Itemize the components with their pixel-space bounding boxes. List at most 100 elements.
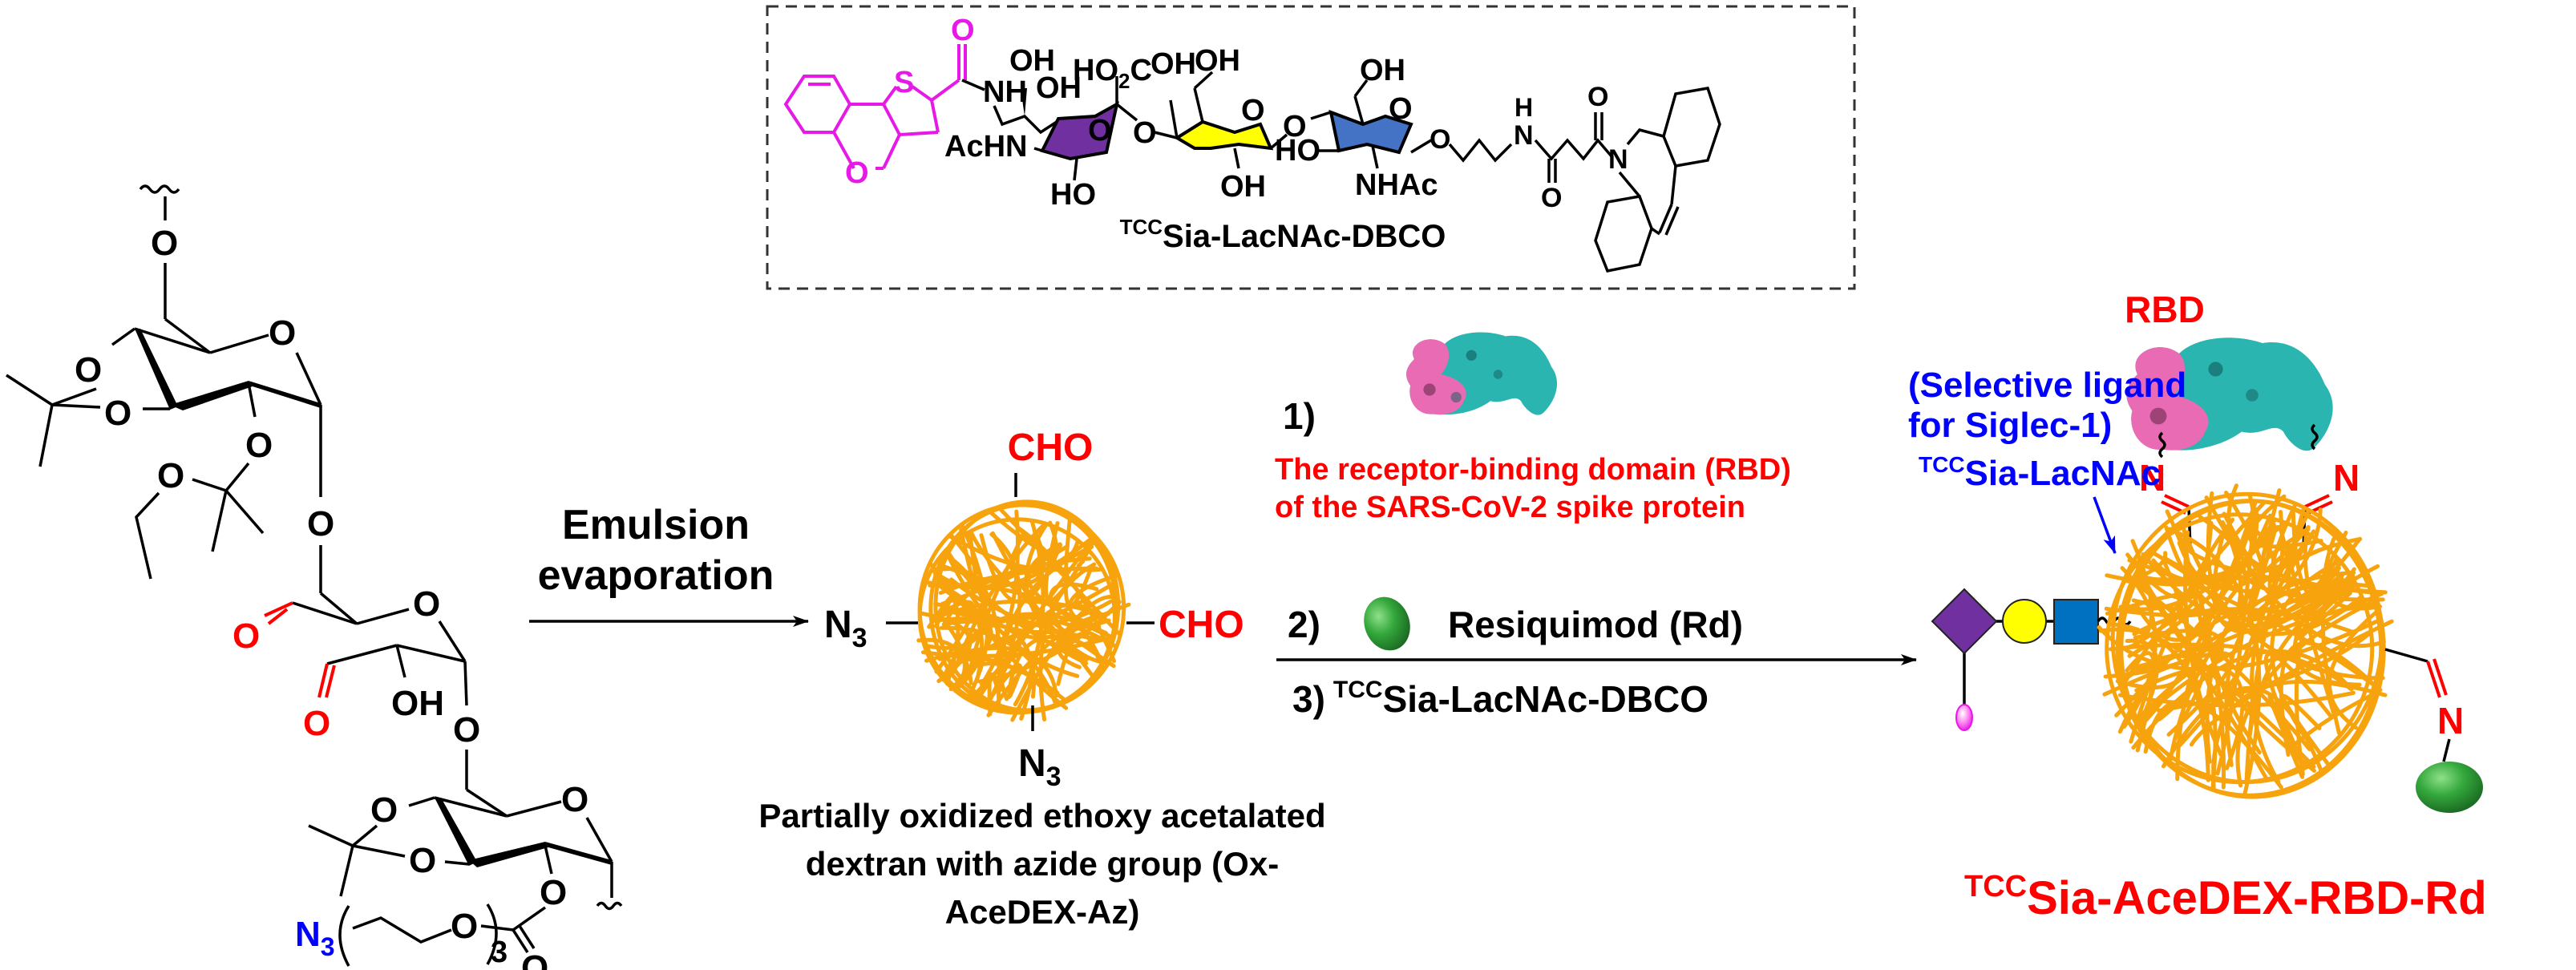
- atom-label: OH: [1360, 54, 1405, 87]
- ligand-pointer-arrow: [2093, 496, 2117, 555]
- polymer-strand: [2267, 694, 2306, 779]
- atom-label: O: [413, 584, 440, 624]
- atom-label: O: [1088, 114, 1112, 148]
- sialic-acid-diamond: [1931, 588, 1998, 655]
- atom-label: O: [540, 873, 567, 912]
- inset-caption: TCCSia-LacNAc-DBCO: [1120, 215, 1446, 254]
- intermediate-caption-line1: Partially oxidized ethoxy acetalated: [758, 797, 1325, 835]
- atom-label: O: [1283, 110, 1307, 143]
- condition2-number: 2): [1288, 604, 1320, 645]
- azide-label: N3: [295, 915, 335, 961]
- chromenothiophene-group: O S O: [783, 14, 975, 190]
- atom-label: O: [561, 780, 588, 819]
- starting-material-structure: O O O O O O O O O: [6, 184, 623, 970]
- intermediate-caption-line2: dextran with azide group (Ox-: [806, 845, 1279, 883]
- intermediate-caption-line3: AceDEX-Az): [945, 893, 1140, 931]
- polymer-strand: [2137, 500, 2258, 730]
- polymer-strand: [928, 583, 1106, 670]
- polymer-strand: [933, 499, 1121, 713]
- polymer-strand: [980, 509, 1020, 687]
- imine-n3: N: [2437, 700, 2464, 742]
- condition2-text: Resiquimod (Rd): [1448, 604, 1743, 645]
- atom-label: O: [151, 224, 178, 263]
- atom-label: O: [951, 14, 975, 47]
- atom-label: O: [233, 616, 260, 656]
- polymer-particle-1: [916, 499, 1131, 722]
- condition1-text-line1: The receptor-binding domain (RBD): [1275, 453, 1791, 487]
- polymer-strand: [2127, 519, 2276, 658]
- rbd-label: RBD: [2125, 289, 2205, 330]
- atom-label: OH: [1195, 44, 1240, 78]
- inset-structure-box: O S O NH OH OH HO2C O AcHN HO O: [766, 5, 1856, 290]
- polymer-strand: [2145, 601, 2380, 715]
- repeat-count: 3: [491, 936, 508, 969]
- atom-label: HO2C: [1073, 54, 1152, 93]
- step1-label-line2: evaporation: [538, 552, 774, 599]
- atom-label: O: [1133, 116, 1157, 150]
- atom-label: O: [409, 841, 436, 880]
- dashed-border: [766, 5, 1856, 290]
- n3-bottom-label: N3: [1018, 742, 1062, 792]
- polymer-strand: [2129, 517, 2235, 744]
- rbd-protein-icon: [1406, 332, 1558, 415]
- polymer-strand: [2102, 651, 2234, 737]
- polymer-strand: [2120, 566, 2157, 729]
- polymer-strand: [2131, 649, 2354, 750]
- step2-conditions: 1) The receptor-binding domain (RBD) of …: [1275, 332, 1917, 720]
- condition1-number: 1): [1283, 395, 1316, 437]
- polymer-strand: [989, 510, 1058, 555]
- atom-label: S: [894, 66, 914, 99]
- atom-label: O: [303, 704, 330, 743]
- atom-label: O: [1241, 94, 1265, 127]
- polymer-strand: [2212, 526, 2350, 634]
- galactose-circle: [2002, 599, 2047, 644]
- atom-label: HO: [1050, 178, 1096, 212]
- atom-label: O: [269, 313, 296, 353]
- atom-label: HO: [1275, 134, 1320, 168]
- atom-label: O: [370, 790, 398, 830]
- polymer-strand: [2130, 566, 2341, 670]
- cho-top-label: CHO: [1008, 426, 1094, 469]
- atom-label: O: [104, 394, 131, 433]
- galactose-unit: OH OH O OH O: [1151, 44, 1307, 204]
- atom-label: N: [1608, 144, 1628, 175]
- atom-label: OH: [391, 684, 444, 723]
- glycan-symbol-chain: [1931, 588, 2132, 731]
- atom-label: O: [1389, 92, 1413, 126]
- polymer-strand: [943, 548, 1080, 678]
- glcnac-square: [2053, 599, 2099, 645]
- cho-right-label: CHO: [1159, 604, 1244, 646]
- polymer-strand: [2134, 665, 2245, 770]
- polymer-strand: [2296, 580, 2354, 641]
- polymer-strand: [1063, 514, 1093, 608]
- glcnac-ring: [1328, 109, 1413, 155]
- rbd-protein-attached: [2126, 337, 2333, 451]
- atom-label: H: [1514, 93, 1533, 122]
- atom-label: O: [75, 350, 102, 390]
- polymer-strand: [2270, 559, 2343, 741]
- polymer-strand: [917, 517, 1117, 715]
- ligand-note-line2: for Siglec-1): [1908, 406, 2112, 445]
- polymer-strand: [970, 650, 1035, 721]
- dbco-linker: O H N O O N: [1410, 82, 1721, 273]
- polymer-strand: [2098, 627, 2210, 782]
- glcnac-unit: OH O HO NHAc: [1275, 54, 1438, 202]
- tcc-group-ellipse: [1955, 704, 1973, 731]
- atom-label: OH: [1036, 71, 1082, 105]
- polymer-strand: [2138, 494, 2257, 585]
- atom-label: OH: [1151, 47, 1196, 81]
- atom-label: O: [307, 504, 334, 544]
- imine-n1: N: [2139, 457, 2166, 499]
- polymer-strand: [2263, 652, 2333, 767]
- resiquimod-icon: [1364, 596, 1410, 651]
- polymer-strand: [942, 566, 1003, 693]
- product-name: TCCSia-AceDEX-RBD-Rd: [1964, 870, 2487, 924]
- atom-label: O: [1430, 124, 1450, 155]
- atom-label: O: [845, 156, 869, 190]
- resiquimod-attached-icon: [2416, 762, 2483, 813]
- atom-label: OH: [1220, 170, 1266, 204]
- ligand-note-line1: (Selective ligand: [1908, 366, 2186, 405]
- atom-label: O: [451, 907, 478, 946]
- polymer-strand: [989, 532, 1022, 701]
